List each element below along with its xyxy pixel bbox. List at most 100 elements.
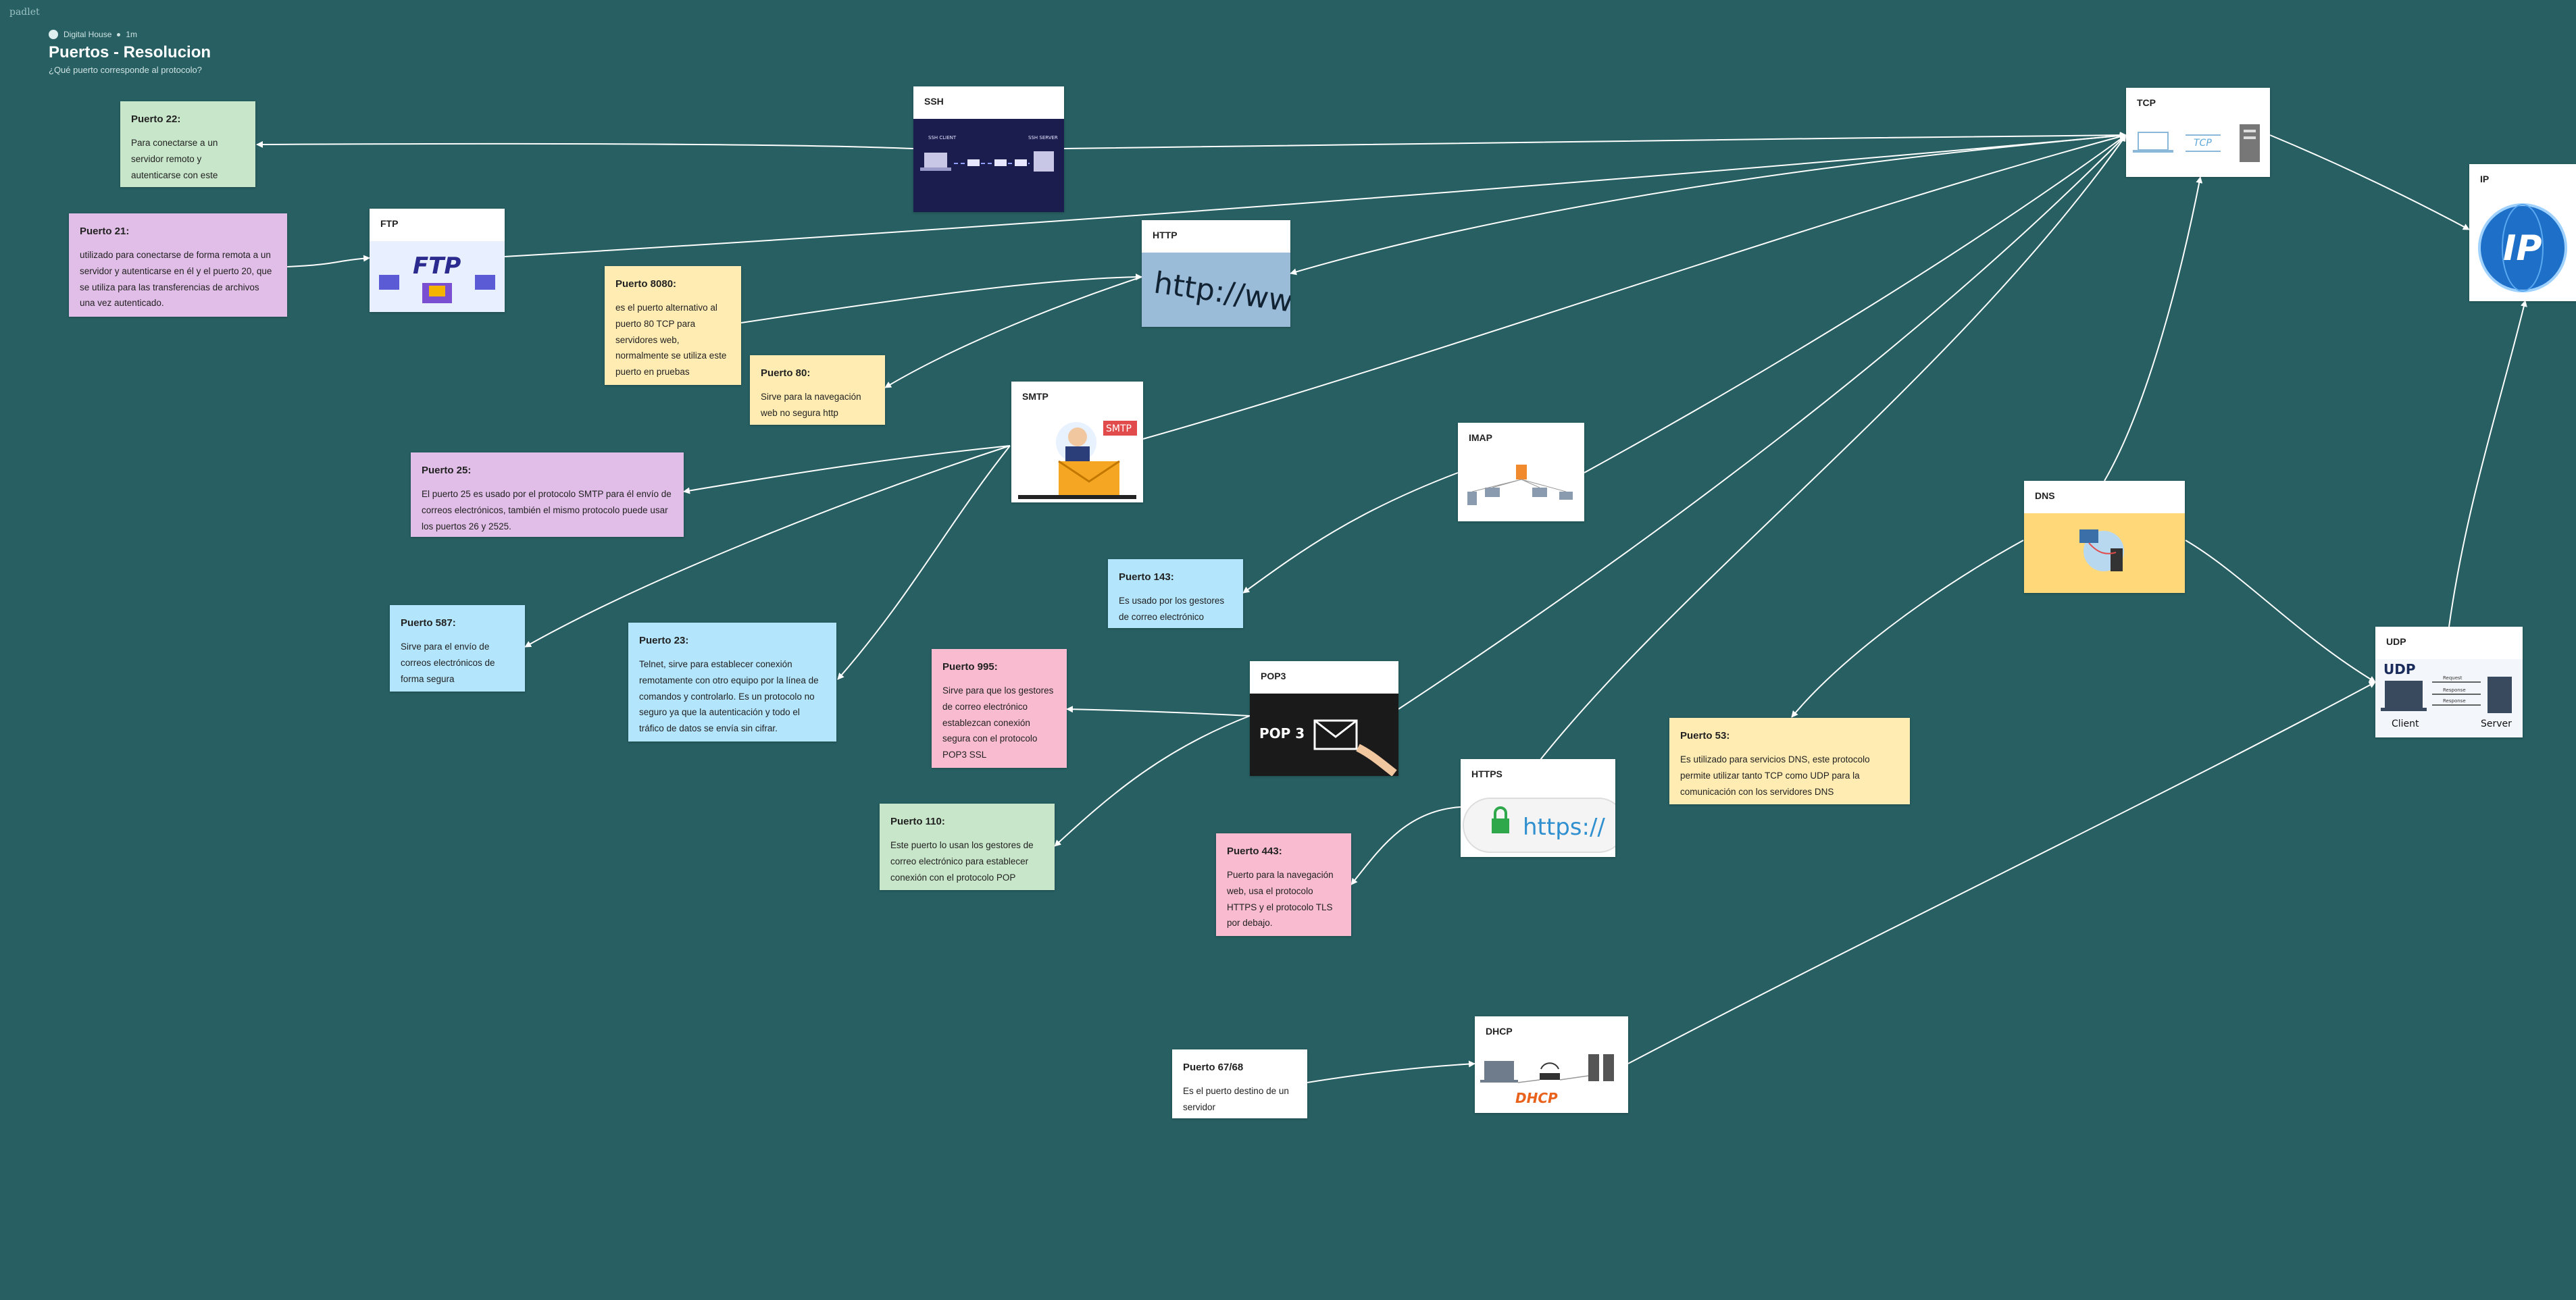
folder-icon [429,286,445,296]
author-name: Digital House [64,30,112,39]
note-puerto-67-68[interactable]: Puerto 67/68 Es el puerto destino de un … [1172,1049,1307,1118]
ip-globe-image: IP [2469,192,2576,301]
note-puerto-143[interactable]: Puerto 143: Es usado por los gestores de… [1108,559,1243,628]
arrow-udp-ip [2448,300,2527,627]
protocol-http[interactable]: HTTP http://www [1142,220,1290,327]
note-title: Puerto 22: [131,113,181,125]
note-body: Sirve para el envío de correos electróni… [401,642,495,684]
arrow-dns-tcp [2104,176,2203,482]
note-body: utilizado para conectarse de forma remot… [80,250,272,309]
imap-diagram-image [1458,455,1584,521]
protocol-imap[interactable]: IMAP [1458,423,1584,521]
ip-image-label: IP [2503,228,2542,269]
protocol-title: POP3 [1261,671,1286,681]
server-icon [1603,1054,1614,1081]
smtp-illustration-image: SMTP [1011,414,1143,502]
smtp-image-label: SMTP [1106,423,1132,434]
protocol-smtp[interactable]: SMTP SMTP [1011,382,1143,502]
note-puerto-22[interactable]: Puerto 22: Para conectarse a un servidor… [120,101,255,187]
protocol-title: DNS [2035,490,2055,501]
globe-icon [2479,205,2566,291]
note-puerto-587[interactable]: Puerto 587: Sirve para el envío de corre… [390,605,525,692]
arrow-p21-ftp [286,255,370,267]
udp-diagram-image: UDP Request Response Response Client Ser… [2375,659,2523,737]
ssh-client-label: SSH CLIENT [928,135,957,140]
protocol-udp[interactable]: UDP UDP Request Response Response Client… [2375,627,2523,737]
note-puerto-80[interactable]: Puerto 80: Sirve para la navegación web … [750,355,885,425]
protocol-ftp[interactable]: FTP FTP [370,209,505,312]
note-body: Sirve para la navegación web no segura h… [761,392,861,418]
note-body: Es el puerto destino de un servidor [1183,1086,1289,1112]
udp-client-label: Client [2392,719,2419,729]
note-title: Puerto 8080: [615,278,677,290]
note-body: Para conectarse a un servidor remoto y a… [131,138,218,180]
note-puerto-8080[interactable]: Puerto 8080: es el puerto alternativo al… [605,266,741,385]
https-address-image: https:// [1461,791,1615,857]
arrow-smtp-p23 [837,445,1011,680]
wifi-icon [1540,1062,1559,1070]
arrow-http-p80 [884,276,1142,388]
protocol-tcp[interactable]: TCP TCP [2126,88,2270,177]
protocol-title: IMAP [1469,432,1492,443]
note-title: Puerto 23: [639,635,689,646]
protocol-title: HTTPS [1471,769,1502,779]
ssh-diagram-image: SSH CLIENT SSH SERVER [913,119,1064,212]
http-address-image: http://www [1142,253,1290,327]
udp-image-label: UDP [2383,661,2416,677]
note-title: Puerto 80: [761,367,811,379]
dns-diagram-image [2024,513,2185,593]
arrow-pop3-p110 [1054,715,1251,847]
arrow-p6768-dhcp [1307,1060,1475,1083]
note-puerto-110[interactable]: Puerto 110: Este puerto lo usan los gest… [880,804,1055,890]
arrow-dns-udp [2185,540,2376,683]
envelope-icon [1313,719,1358,750]
note-body: Este puerto lo usan los gestores de corr… [890,840,1034,883]
protocol-title: DHCP [1486,1026,1513,1037]
tcp-diagram-image: TCP [2126,120,2270,177]
arrow-dhcp-udp [1627,681,2376,1064]
note-puerto-21[interactable]: Puerto 21: utilizado para conectarse de … [69,213,287,317]
note-puerto-25[interactable]: Puerto 25: El puerto 25 es usado por el … [411,452,684,537]
laptop-icon [475,275,495,290]
author-avatar [49,30,58,39]
protocol-pop3[interactable]: POP3 POP 3 [1250,661,1398,776]
protocol-dns[interactable]: DNS [2024,481,2185,593]
note-body: Puerto para la navegación web, usa el pr… [1227,870,1334,929]
protocol-https[interactable]: HTTPS https:// [1461,759,1615,857]
note-puerto-443[interactable]: Puerto 443: Puerto para la navegación we… [1216,833,1351,936]
arrow-ssh-tcp [1063,132,2127,149]
laptop-icon [924,153,947,167]
note-body: Telnet, sirve para establecer conexión r… [639,659,819,733]
note-body: Es utilizado para servicios DNS, este pr… [1680,754,1870,797]
note-title: Puerto 587: [401,617,456,629]
note-title: Puerto 53: [1680,730,1730,742]
note-body: Es usado por los gestores de correo elec… [1119,596,1225,622]
server-icon [1588,1054,1599,1081]
arrow-ssh-p22 [256,140,914,149]
arrow-ftp-tcp [504,132,2127,257]
note-body: El puerto 25 es usado por el protocolo S… [422,489,672,531]
protocol-dhcp[interactable]: DHCP DHCP [1475,1016,1628,1113]
arrow-smtp-tcp [1142,133,2127,440]
protocol-title: IP [2480,174,2490,184]
arrow-smtp-p25 [683,445,1011,494]
computer-icon [1485,488,1500,497]
arrow-imap-tcp [1584,134,2127,473]
note-puerto-23[interactable]: Puerto 23: Telnet, sirve para establecer… [628,623,836,742]
protocol-title: UDP [2386,636,2406,647]
page-title: Puertos - Resolucion [49,43,211,61]
arrow-p8080-http [740,274,1142,323]
note-puerto-53[interactable]: Puerto 53: Es utilizado para servicios D… [1669,718,1910,804]
protocol-ip[interactable]: IP IP [2469,164,2576,301]
phone-icon [1467,492,1477,505]
hand-icon [1356,744,1397,776]
note-puerto-995[interactable]: Puerto 995: Sirve para que los gestores … [932,649,1067,768]
protocol-title: SSH [924,96,944,107]
tcp-image-label: TCP [2194,138,2212,149]
laptop-icon [2138,132,2169,151]
padlet-logo[interactable]: padlet [9,7,40,18]
server-icon [2111,548,2123,571]
separator-dot [117,32,121,36]
protocol-ssh[interactable]: SSH SSH CLIENT SSH SERVER [913,86,1064,212]
